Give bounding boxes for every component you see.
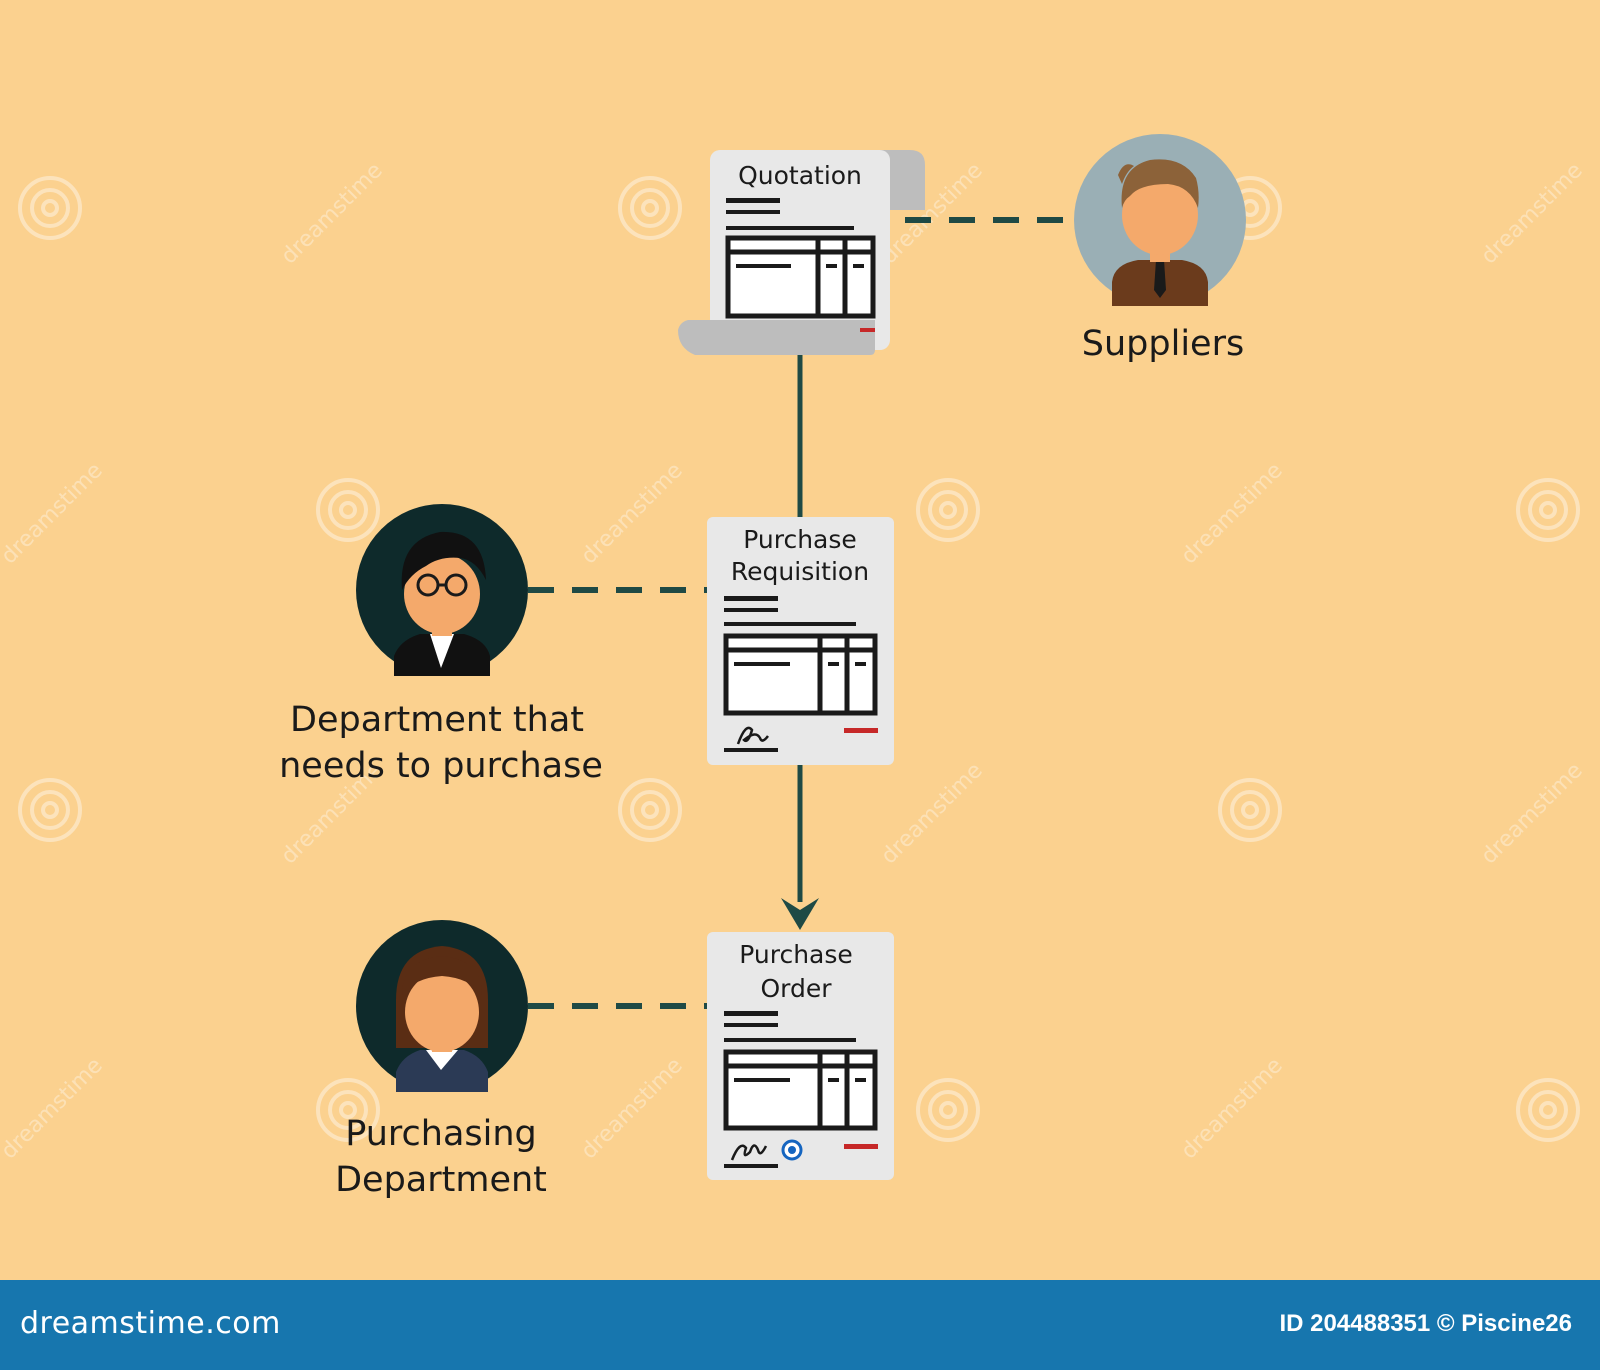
watermark-text: dreamstime (0, 1053, 108, 1164)
avatar-department (356, 504, 528, 676)
connectors (528, 217, 1075, 1009)
woman-icon (396, 946, 488, 1092)
actor-label-department-line1: Department that (290, 700, 584, 740)
watermark-text: dreamstime (877, 758, 988, 869)
actor-label-purchasing-line1: Purchasing (345, 1114, 537, 1154)
watermark-text: dreamstime (0, 458, 108, 569)
watermark-spiral-icon (316, 478, 380, 542)
scroll-curl-bottom (678, 320, 875, 355)
text-line (726, 226, 854, 230)
avatar-suppliers (1074, 134, 1246, 306)
signature-line (724, 1164, 778, 1168)
text-line (724, 622, 856, 626)
table-icon (723, 1049, 878, 1131)
watermark-text: dreamstime (1477, 158, 1588, 269)
avatar-purchasing (356, 920, 528, 1092)
watermark-spiral-icon (916, 478, 980, 542)
watermark-text: dreamstime (1177, 1053, 1288, 1164)
watermark-spiral-icon (1218, 778, 1282, 842)
watermark-text: dreamstime (1477, 758, 1588, 869)
document-title-line1: Purchase (743, 525, 857, 554)
text-line (726, 198, 780, 203)
signature-icon (736, 726, 769, 745)
watermark-spiral-icon (1516, 478, 1580, 542)
watermark-spiral-icon (1516, 1078, 1580, 1142)
document-quotation: Quotation (678, 150, 925, 355)
document-title-line2: Order (760, 974, 832, 1003)
red-mark (844, 1144, 878, 1149)
text-line (724, 1023, 778, 1027)
man-tie-icon (1112, 159, 1208, 306)
table-icon (725, 235, 876, 319)
watermark-text: dreamstime (577, 1053, 688, 1164)
woman-glasses-icon (394, 531, 490, 676)
watermark-spiral-icon (18, 778, 82, 842)
watermark-spiral-icon (916, 1078, 980, 1142)
scroll-curl-top (880, 150, 925, 210)
signature-line (724, 748, 778, 752)
watermark-spiral-icon (618, 778, 682, 842)
watermark-text: dreamstime (577, 458, 688, 569)
brand-logo-text: dreamstime.com (20, 1306, 281, 1341)
actor-label-suppliers: Suppliers (1082, 324, 1244, 364)
text-line (724, 1011, 778, 1016)
watermark-text: dreamstime (277, 158, 388, 269)
red-mark (860, 328, 875, 332)
watermark-spiral-icon (618, 176, 682, 240)
arrow-head-icon (781, 898, 819, 930)
watermark-spiral-icon (18, 176, 82, 240)
actor-label-department-line2: needs to purchase (279, 746, 603, 786)
text-line (724, 608, 778, 612)
red-mark (844, 728, 878, 733)
document-title-line1: Purchase (739, 940, 853, 969)
document-purchase-requisition: Purchase Requisition (707, 517, 894, 765)
signature-icon (730, 1144, 768, 1161)
text-line (724, 596, 778, 601)
document-purchase-order: Purchase Order (707, 932, 894, 1180)
text-line (724, 1038, 856, 1042)
diagram: dreamstime dreamstime dreamstime dreamst… (0, 134, 1588, 1200)
footer-bar: dreamstime.com ID 204488351 © Piscine26 (0, 1280, 1600, 1370)
document-title-line2: Requisition (731, 557, 869, 586)
actor-label-purchasing-line2: Department (335, 1160, 547, 1200)
image-id-credit: ID 204488351 © Piscine26 (1279, 1310, 1572, 1337)
document-title: Quotation (738, 161, 862, 190)
stamp-dot (788, 1146, 796, 1154)
text-line (726, 210, 780, 214)
watermark-spiral-icon (316, 1078, 380, 1142)
watermark-text: dreamstime (1177, 458, 1288, 569)
table-icon (723, 633, 878, 716)
